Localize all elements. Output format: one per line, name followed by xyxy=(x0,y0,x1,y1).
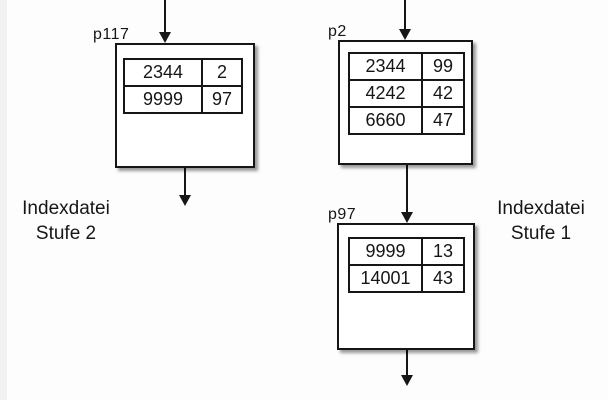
page-table: 9999 13 14001 43 xyxy=(348,237,465,293)
caption-line: Indexdatei xyxy=(22,198,110,219)
key-cell: 4242 xyxy=(348,79,423,108)
table-row: 2344 99 xyxy=(348,52,465,81)
pointer-cell: 99 xyxy=(421,52,465,81)
index-page-p117: p117 2344 2 9999 97 xyxy=(93,26,255,168)
arrow-head xyxy=(401,212,413,223)
page-table: 2344 2 9999 97 xyxy=(123,58,243,114)
page-left-edge xyxy=(0,0,7,400)
table-row: 14001 43 xyxy=(348,264,465,293)
arrow-out-of-p97 xyxy=(401,350,413,386)
arrow-into-p2 xyxy=(399,0,411,40)
key-cell: 9999 xyxy=(123,85,203,114)
caption-indexdatei-stufe-1: Indexdatei Stufe 1 xyxy=(483,196,599,246)
pointer-cell: 43 xyxy=(421,264,465,293)
pointer-cell: 97 xyxy=(201,85,243,114)
arrow-head xyxy=(399,29,411,40)
key-cell: 2344 xyxy=(348,52,423,81)
index-page-p97: p97 9999 13 14001 43 xyxy=(328,206,475,350)
arrow-shaft xyxy=(404,0,406,32)
key-cell: 14001 xyxy=(348,264,423,293)
pointer-cell: 13 xyxy=(421,237,465,266)
arrow-shaft xyxy=(406,350,408,378)
index-page-p2: p2 2344 99 4242 42 6660 47 xyxy=(328,23,473,165)
pointer-cell: 42 xyxy=(421,79,465,108)
arrow-head xyxy=(159,32,171,43)
page-id-label: p2 xyxy=(328,23,347,40)
caption-indexdatei-stufe-2: Indexdatei Stufe 2 xyxy=(8,196,124,246)
caption-line: Stufe 2 xyxy=(35,223,97,244)
key-cell: 6660 xyxy=(348,106,423,135)
key-cell: 2344 xyxy=(123,58,203,87)
arrow-out-of-p117 xyxy=(179,168,191,206)
table-row: 9999 13 xyxy=(348,237,465,266)
table-row: 9999 97 xyxy=(123,85,243,114)
pointer-cell: 2 xyxy=(201,58,243,87)
arrow-shaft xyxy=(164,0,166,35)
table-row: 2344 2 xyxy=(123,58,243,87)
pointer-cell: 47 xyxy=(421,106,465,135)
caption-line: Stufe 1 xyxy=(510,223,572,244)
arrow-p2-to-p97 xyxy=(401,165,413,223)
page-id-label: p97 xyxy=(328,206,357,223)
arrow-shaft xyxy=(406,165,408,215)
table-row: 6660 47 xyxy=(348,106,465,135)
arrow-shaft xyxy=(184,168,186,198)
arrow-into-p117 xyxy=(159,0,171,43)
table-row: 4242 42 xyxy=(348,79,465,108)
arrow-head xyxy=(179,195,191,206)
caption-line: Indexdatei xyxy=(497,198,585,219)
page-table: 2344 99 4242 42 6660 47 xyxy=(348,52,465,135)
page-id-label: p117 xyxy=(93,26,130,43)
key-cell: 9999 xyxy=(348,237,423,266)
arrow-head xyxy=(401,375,413,386)
